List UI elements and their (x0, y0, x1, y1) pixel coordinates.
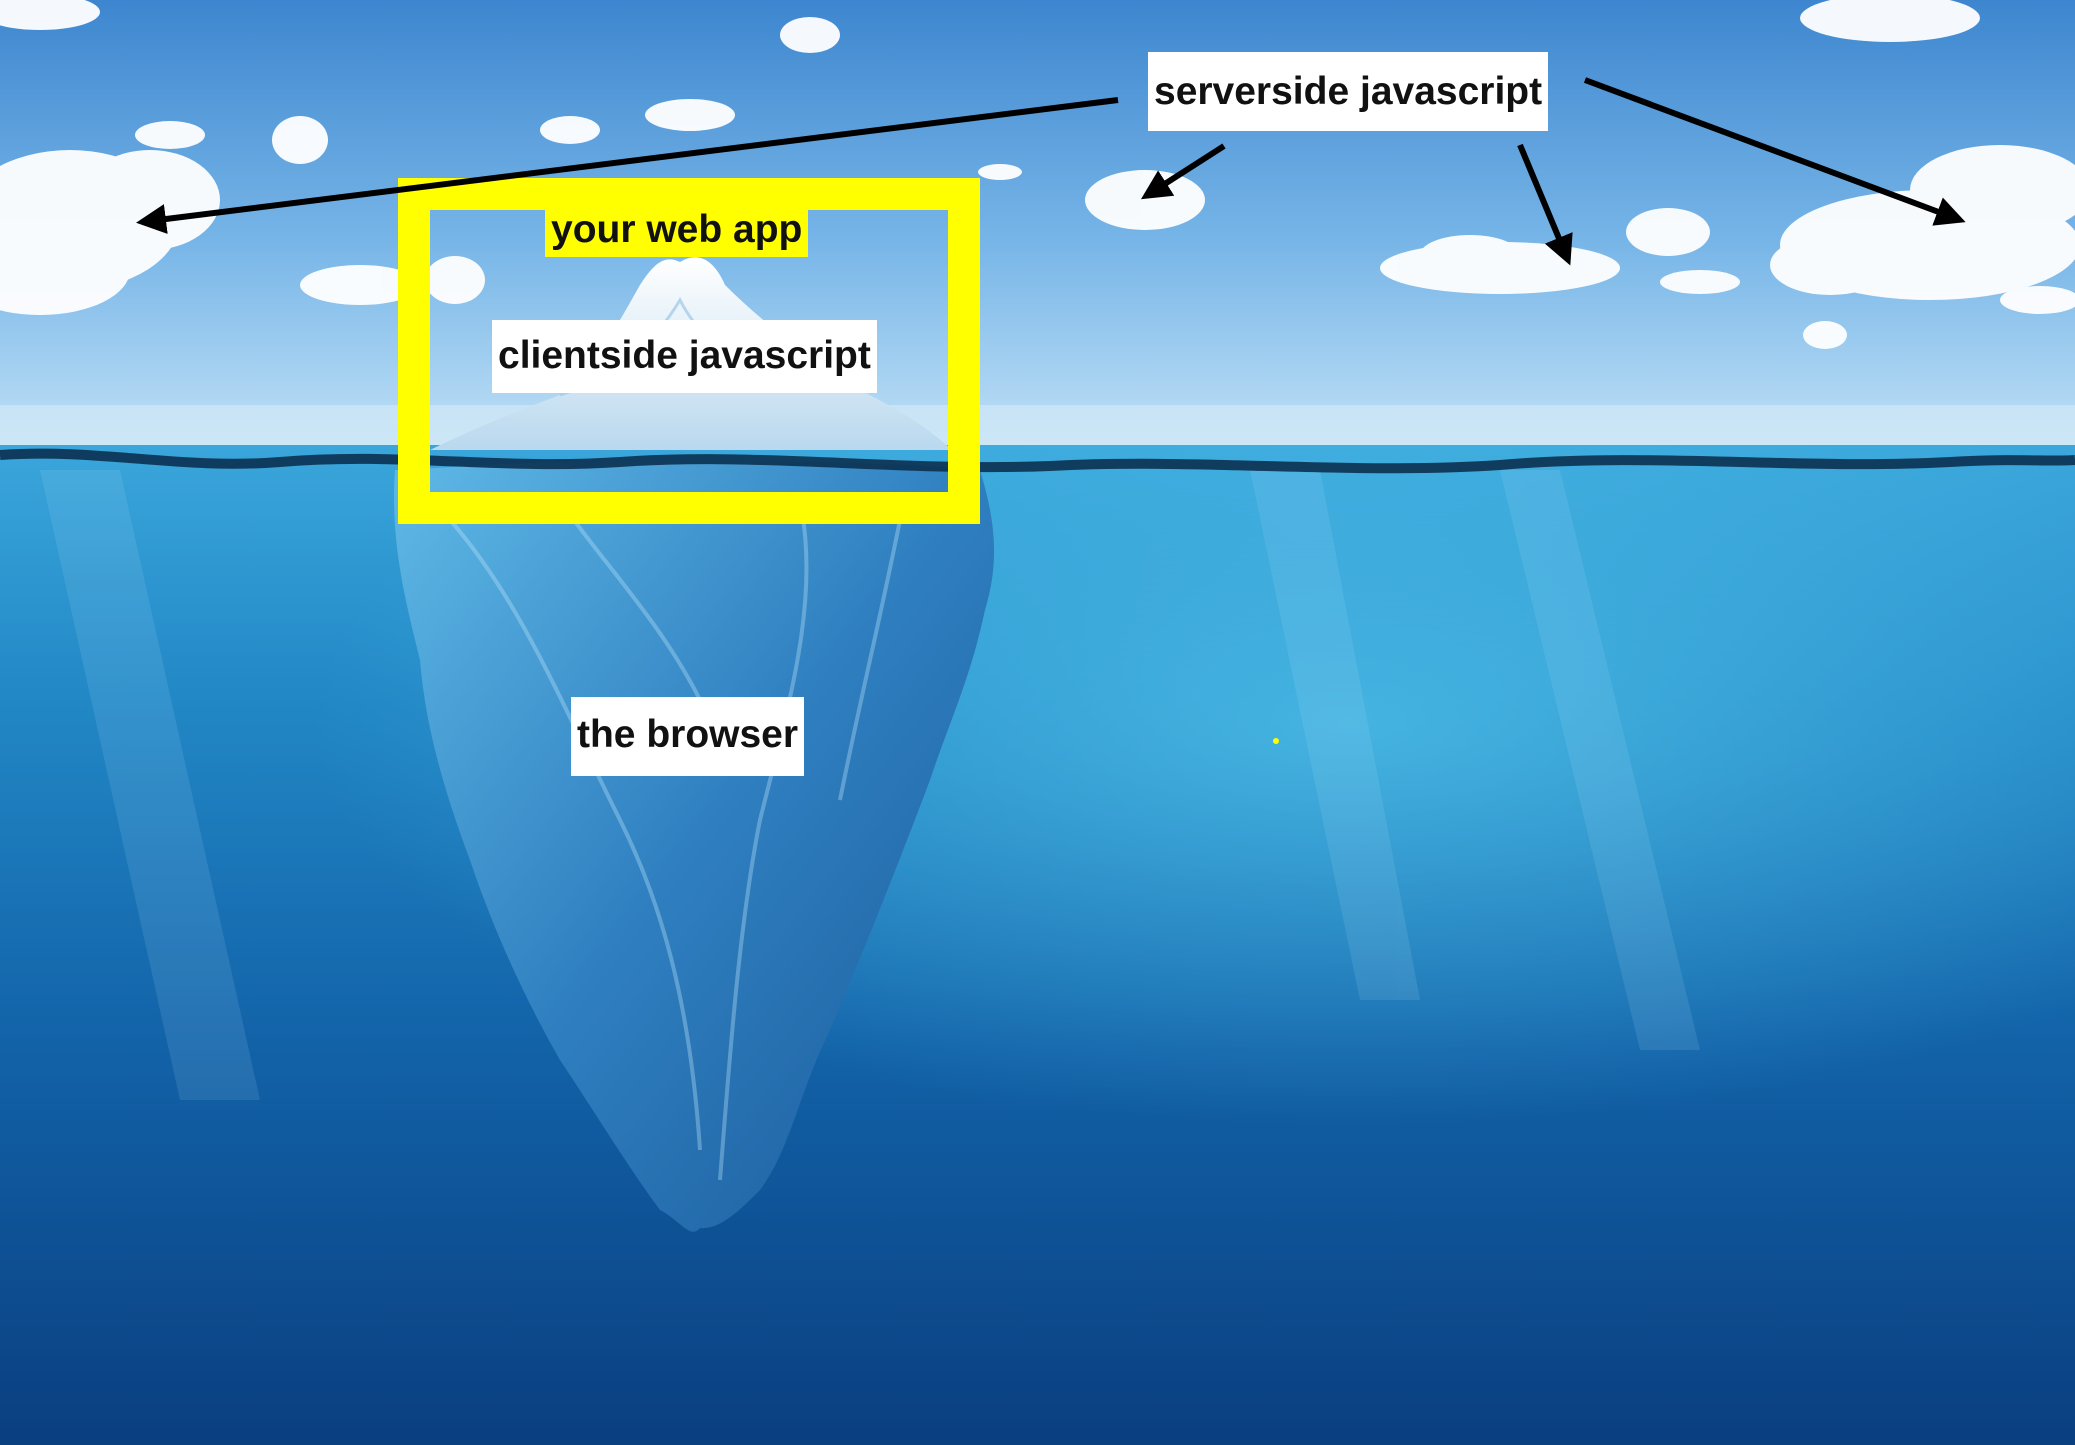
the-browser-label: the browser (571, 697, 805, 776)
web-app-highlight-box (398, 178, 980, 524)
arrow-to-right-center-cloud (1517, 143, 1573, 266)
serverside-javascript-label: serverside javascript (1148, 52, 1549, 131)
iceberg-underwater (394, 461, 995, 1232)
serverside-arrows (136, 77, 1966, 266)
clientside-javascript-label: clientside javascript (492, 320, 877, 393)
sky (0, 0, 2075, 445)
arrow-to-left-cloud (136, 97, 1119, 234)
your-web-app-label: your web app (545, 206, 809, 257)
cloud-center (1085, 170, 1205, 230)
arrow-to-right-cloud (1583, 77, 1966, 226)
waterline (0, 448, 2075, 474)
arrow-to-center-cloud (1140, 143, 1226, 200)
clouds (0, 0, 2075, 349)
yellow-dot (1273, 738, 1279, 744)
